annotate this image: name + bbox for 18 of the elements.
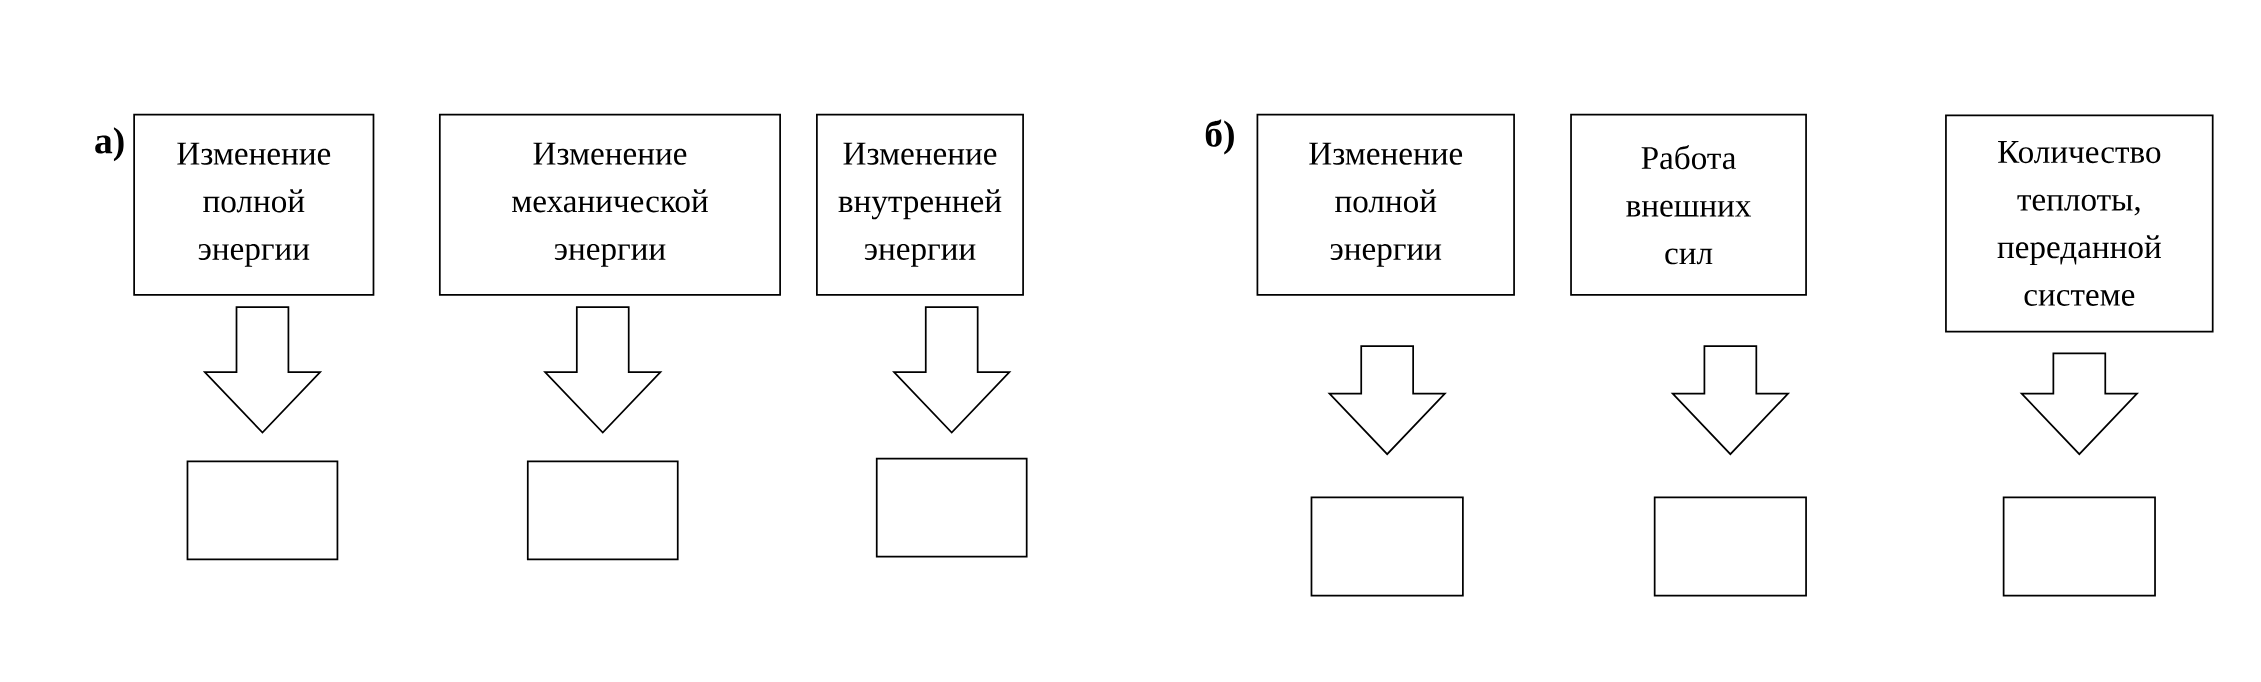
text-box: Количество теплоты, переданной системе bbox=[1945, 114, 2214, 333]
block-arrow bbox=[1670, 345, 1791, 456]
empty-box bbox=[2002, 496, 2156, 597]
empty-box bbox=[186, 460, 339, 561]
text-box: Изменение полной энергии bbox=[133, 113, 375, 296]
empty-box bbox=[1653, 496, 1807, 597]
text-box: Изменение внутренней энергии bbox=[816, 113, 1024, 296]
block-arrow bbox=[202, 306, 323, 434]
block-arrow bbox=[1327, 345, 1447, 456]
empty-box bbox=[1310, 496, 1464, 597]
block-arrow bbox=[892, 306, 1012, 434]
empty-box bbox=[526, 460, 679, 561]
empty-box bbox=[875, 457, 1028, 558]
text-box: Работа внешних сил bbox=[1570, 113, 1807, 296]
text-box: Изменение полной энергии bbox=[1256, 113, 1515, 296]
block-arrow bbox=[543, 306, 663, 434]
block-arrow bbox=[2019, 352, 2139, 456]
text-box: Изменение механической энергии bbox=[438, 113, 781, 296]
